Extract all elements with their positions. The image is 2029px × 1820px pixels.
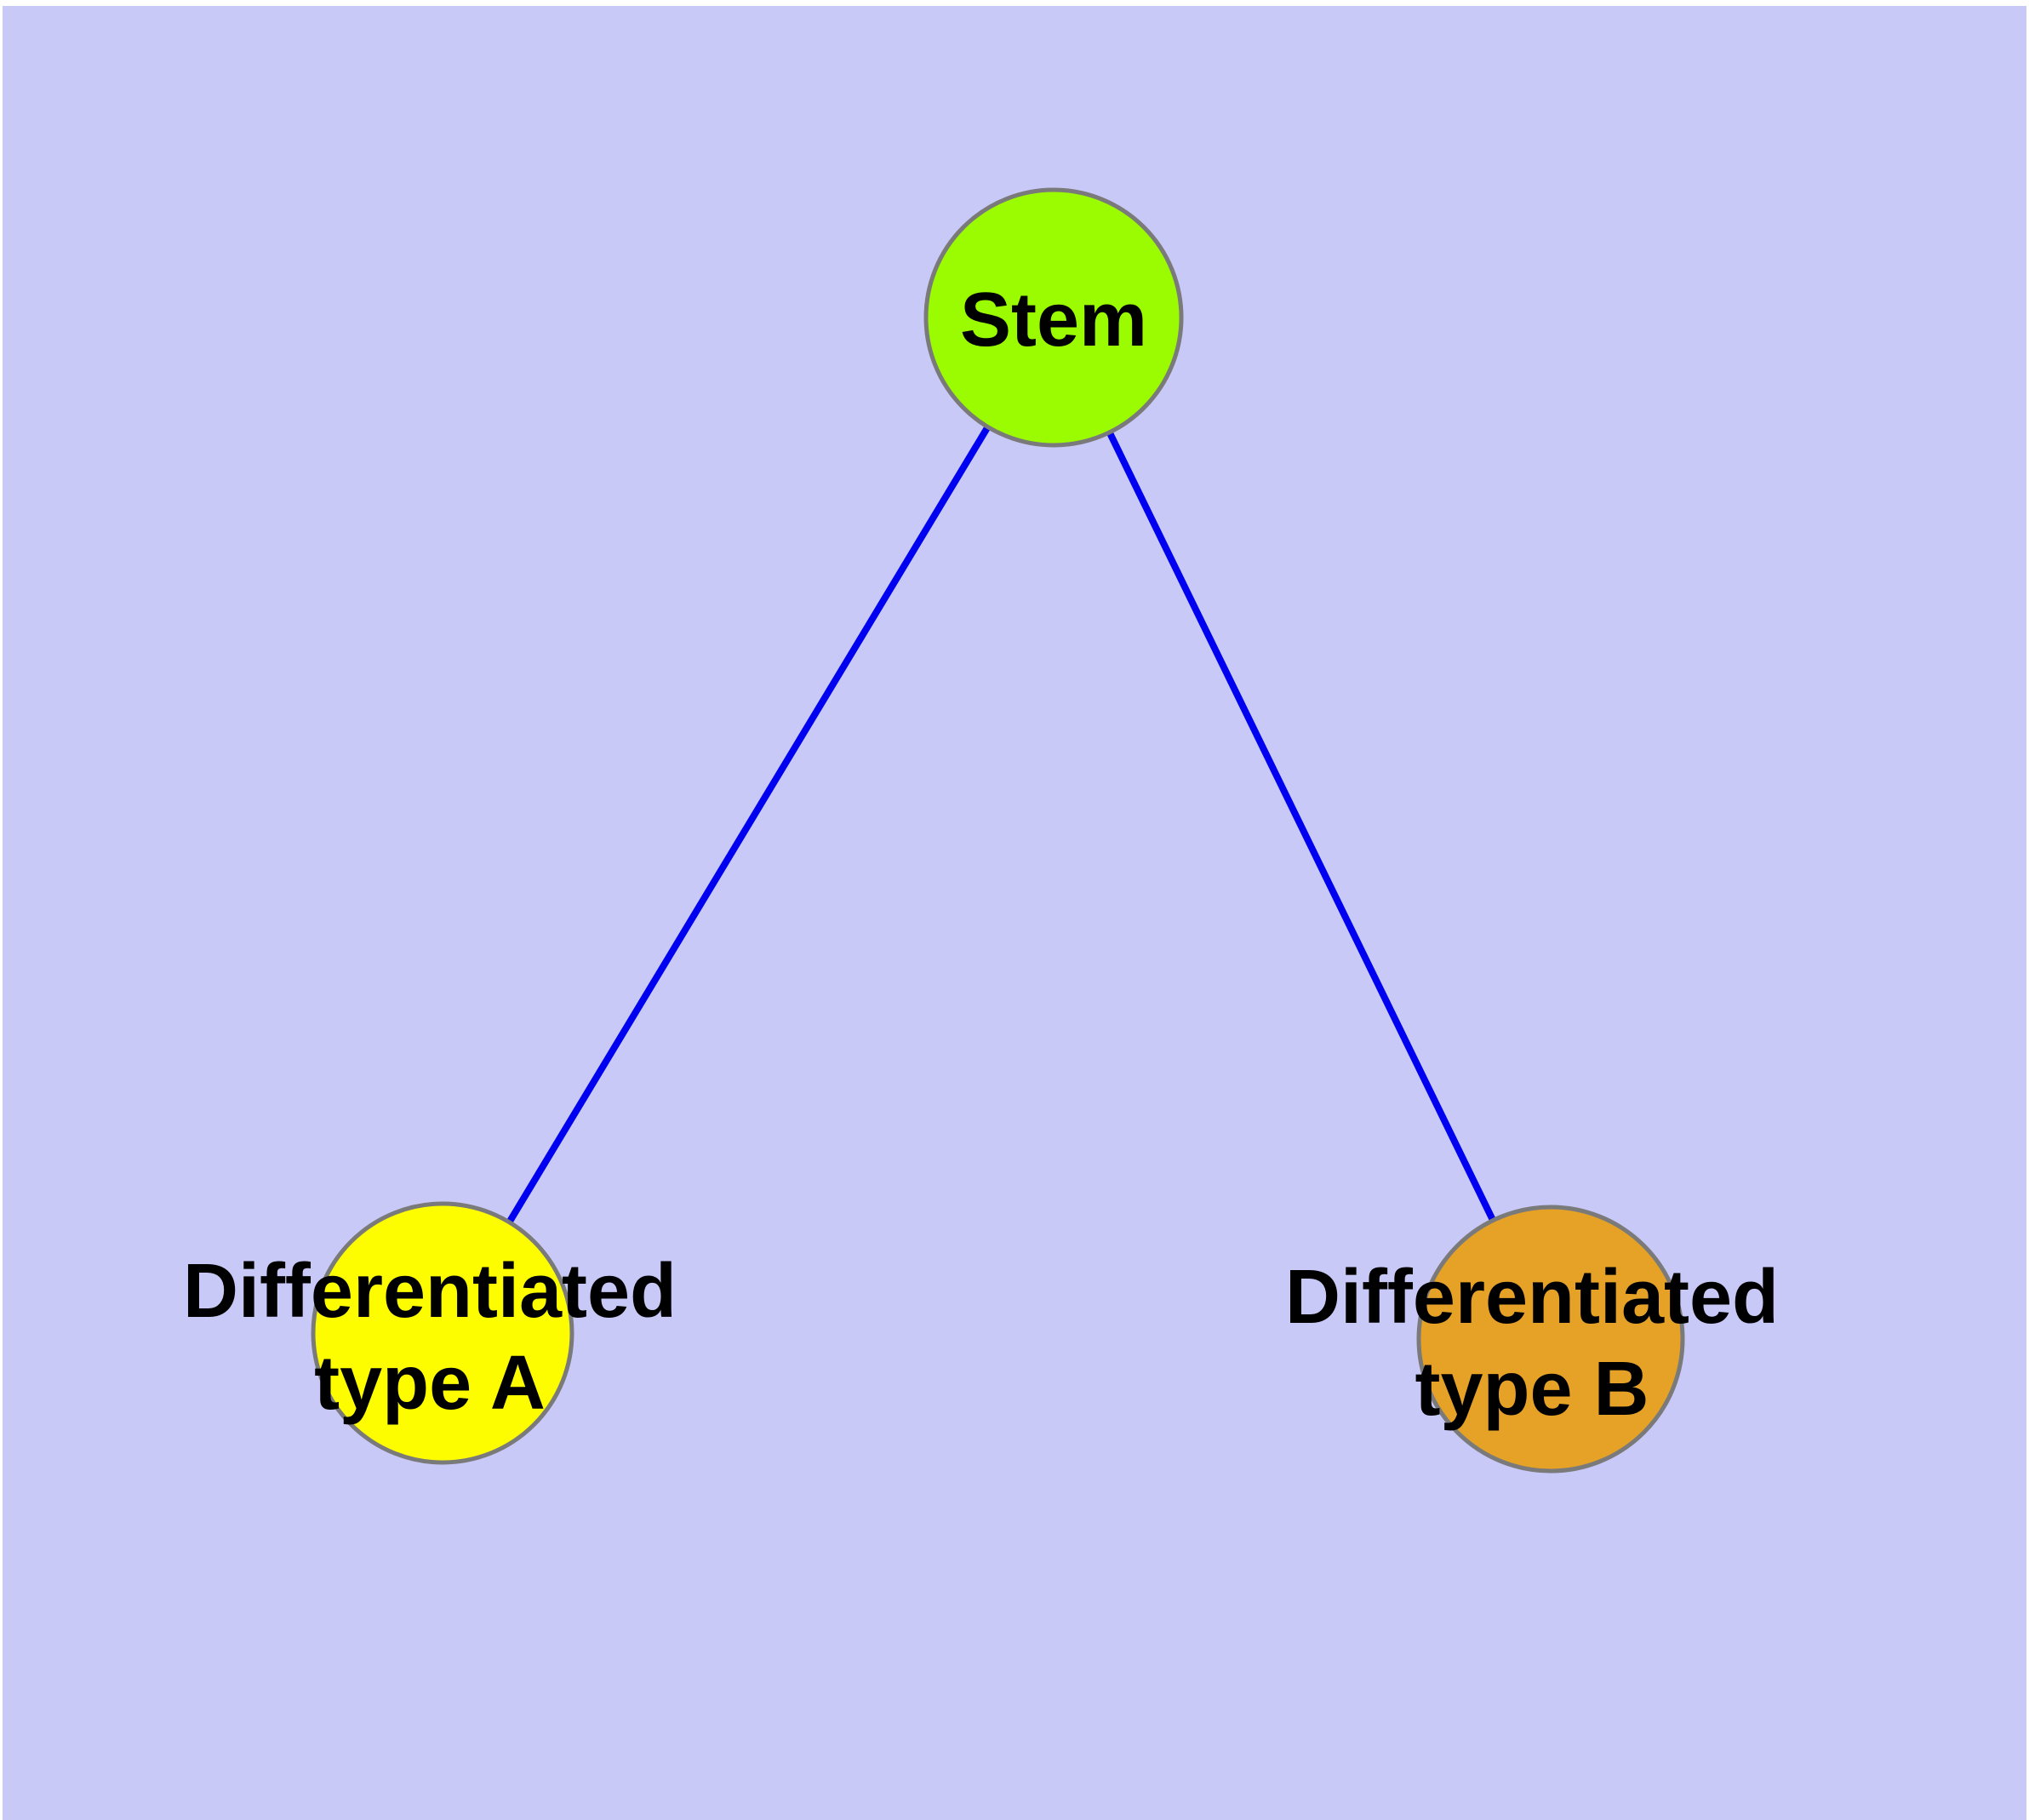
node-stem: Stem [923,187,1184,448]
node-type-b-label-line2: type B [1415,1347,1649,1432]
edge-stem-to-type-b [1050,316,1554,1341]
edge-stem-to-type-a [439,315,1057,1336]
node-type-a-circle [311,1201,574,1465]
edge-group [439,315,1554,1341]
node-type-b-circle [1416,1205,1685,1474]
node-type-a-label-line2: type A [314,1341,546,1426]
node-stem-circle [923,187,1184,448]
node-type-a-label-line1: Differentiated [183,1249,677,1334]
node-type-b-label-line1: Differentiated [1285,1255,1779,1340]
node-type-b: Differentiated type B [1285,1205,1779,1474]
node-type-a: Differentiated type A [183,1201,677,1465]
node-stem-label: Stem [960,278,1147,363]
